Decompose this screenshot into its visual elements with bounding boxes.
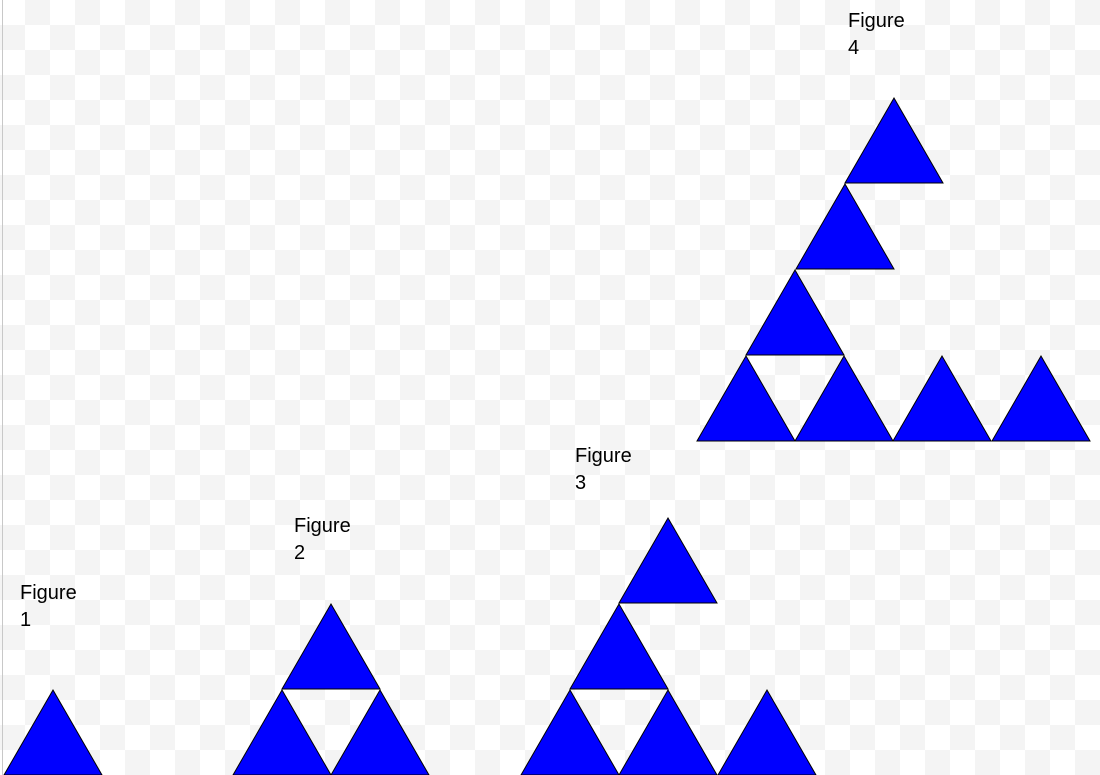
figure-4-triangle-5 (794, 354, 894, 442)
figure-1-triangle-1 (3, 688, 103, 775)
figure-2-triangle-2 (232, 688, 332, 775)
figure-1-label-number: 1 (20, 609, 32, 631)
figure-3-label: Figure 3 (575, 443, 645, 497)
figure-4-label-word: Figure (848, 10, 905, 32)
left-border-line (2, 0, 3, 775)
figure-3-triangle-2 (569, 602, 669, 690)
figure-3-triangle-3 (520, 688, 620, 775)
figure-1-label-word: Figure (20, 582, 77, 604)
figure-1-triangles (3, 688, 103, 775)
figure-2-triangle-3 (330, 688, 430, 775)
figure-2-label-word: Figure (294, 515, 351, 537)
figure-4-triangle-7 (991, 354, 1091, 442)
figure-3-label-word: Figure (575, 445, 632, 467)
figure-4-triangle-4 (696, 354, 796, 442)
figure-4-triangle-3 (745, 268, 845, 356)
figure-4-triangle-2 (795, 182, 895, 270)
figure-2-label-number: 2 (294, 542, 306, 564)
figure-3-triangle-4 (618, 688, 718, 775)
figure-2-label: Figure 2 (294, 513, 364, 567)
figure-4-label: Figure 4 (848, 8, 918, 62)
figure-4-triangle-1 (844, 96, 944, 184)
figure-4-label-number: 4 (848, 37, 860, 59)
figure-3-triangles (520, 516, 817, 775)
figure-1-label: Figure 1 (20, 580, 90, 634)
figure-2-triangle-1 (281, 602, 381, 690)
figure-3-triangle-5 (717, 688, 817, 775)
figure-4-triangles (696, 96, 1091, 442)
figure-2-triangles (232, 602, 430, 775)
figure-3-label-number: 3 (575, 472, 587, 494)
figure-4-triangle-6 (892, 354, 992, 442)
figure-3-triangle-1 (618, 516, 718, 604)
